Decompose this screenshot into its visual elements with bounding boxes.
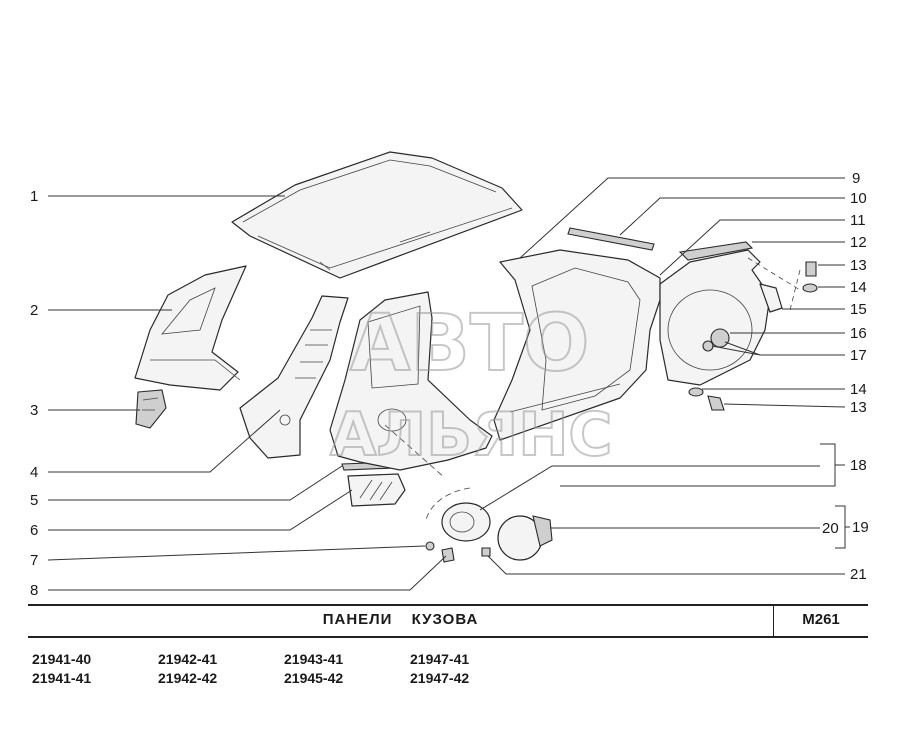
- callout-15: 15: [850, 301, 867, 318]
- callout-9: 9: [852, 170, 860, 187]
- callout-10: 10: [850, 190, 867, 207]
- rear-quarter-inner-frame: [134, 265, 247, 391]
- model-number: 21941-41: [32, 670, 92, 686]
- sheet-code: M261: [802, 611, 840, 628]
- model-number: 21945-42: [284, 670, 344, 686]
- model-column: 21941-40 21941-41: [32, 650, 142, 688]
- callout-13: 13: [850, 257, 867, 274]
- svg-text:АВТО: АВТО: [350, 299, 589, 389]
- title-bar: ПАНЕЛИ КУЗОВА M261: [28, 604, 868, 638]
- roof-rail-strip: [567, 227, 655, 251]
- model-number: 21941-40: [32, 651, 92, 667]
- model-number: 21947-42: [410, 670, 470, 686]
- model-number: 21947-41: [410, 651, 470, 667]
- model-column: 21947-41 21947-42: [410, 650, 520, 688]
- callout-6: 6: [30, 522, 38, 539]
- callout-14b: 14: [850, 381, 867, 398]
- callout-labels: 1 2 3 4 5 6 7 8 9 10 11 12 13 14 15 16 1…: [30, 170, 869, 599]
- callout-20: 20: [822, 520, 839, 537]
- filler-housing: [441, 502, 491, 542]
- callout-21: 21: [850, 566, 867, 583]
- title-divider: [773, 606, 774, 636]
- side-frame-outer: [493, 249, 661, 441]
- callout-12: 12: [850, 234, 867, 251]
- model-number: 21942-41: [158, 651, 218, 667]
- hardware-right: [688, 257, 818, 411]
- svg-text:АЛЬЯНС: АЛЬЯНС: [330, 400, 612, 470]
- rear-wing-upper: [659, 241, 771, 386]
- fasteners: [425, 541, 491, 563]
- model-column: 21943-41 21945-42: [284, 650, 394, 688]
- roof-panel: [231, 151, 523, 279]
- callout-11: 11: [850, 212, 866, 229]
- leader-lines: [47, 177, 850, 591]
- model-number: 21942-42: [158, 670, 218, 686]
- callout-7: 7: [30, 552, 38, 569]
- model-column: 21942-41 21942-42: [158, 650, 268, 688]
- callout-3: 3: [30, 402, 38, 419]
- watermark: АВТО АЛЬЯНС: [329, 298, 613, 471]
- callout-1: 1: [30, 188, 38, 205]
- page-title: ПАНЕЛИ КУЗОВА: [322, 611, 479, 628]
- callout-19: 19: [852, 519, 869, 536]
- callout-14: 14: [850, 279, 867, 296]
- callout-18: 18: [850, 457, 867, 474]
- pillar-reinforcement: [239, 295, 349, 459]
- callout-16: 16: [850, 325, 867, 342]
- vent-panel: [347, 473, 406, 507]
- corner-bracket: [135, 389, 167, 429]
- filler-flap: [497, 515, 553, 561]
- rear-side-panel: [329, 291, 493, 471]
- callout-13b: 13: [850, 399, 867, 416]
- callout-5: 5: [30, 492, 38, 509]
- callout-2: 2: [30, 302, 38, 319]
- callout-17: 17: [850, 347, 867, 364]
- model-number: 21943-41: [284, 651, 344, 667]
- callout-8: 8: [30, 582, 38, 599]
- model-list: 21941-40 21941-41 21942-41 21942-42 2194…: [28, 650, 548, 690]
- callout-4: 4: [30, 464, 38, 481]
- body-panels-diagram: АВТО АЛЬЯНС 1 2 3 4 5 6 7: [30, 151, 869, 599]
